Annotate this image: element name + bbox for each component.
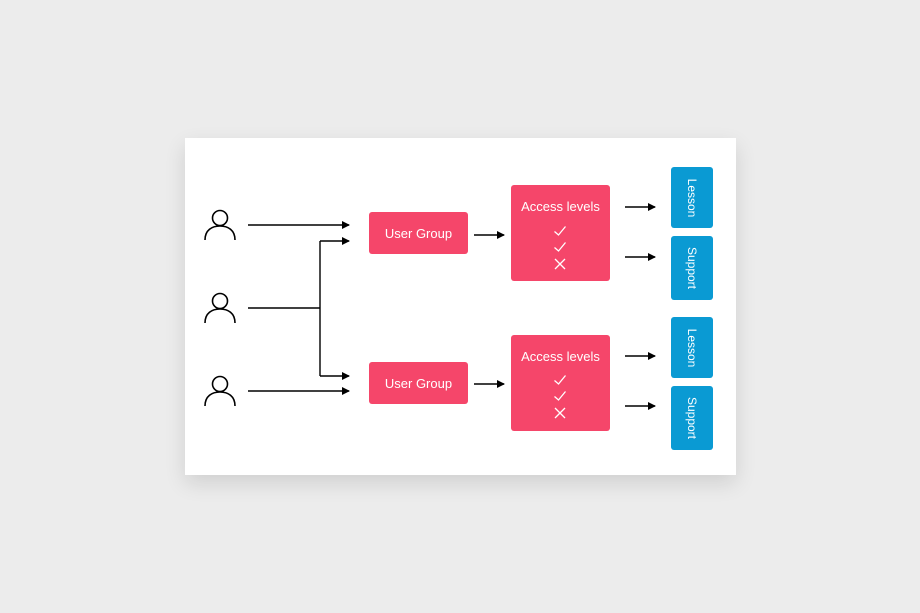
resource-label: Support <box>685 246 699 290</box>
user-icon <box>202 374 238 408</box>
check-icon <box>553 224 567 238</box>
resource-lesson-node: Lesson <box>671 317 713 378</box>
resource-label: Support <box>685 396 699 440</box>
access-levels-title: Access levels <box>521 349 600 364</box>
cross-icon <box>553 406 567 420</box>
user-group-label: User Group <box>384 375 453 391</box>
resource-label: Lesson <box>685 328 699 367</box>
resource-support-node: Support <box>671 236 713 300</box>
access-levels-title: Access levels <box>521 199 600 214</box>
user-group-node: User Group <box>369 362 468 404</box>
user-icon <box>202 291 238 325</box>
user-group-label: User Group <box>384 225 453 241</box>
resource-lesson-node: Lesson <box>671 167 713 228</box>
diagram-card <box>185 138 736 475</box>
access-levels-node: Access levels <box>511 185 610 281</box>
resource-support-node: Support <box>671 386 713 450</box>
cross-icon <box>553 257 567 271</box>
user-group-node: User Group <box>369 212 468 254</box>
user-icon <box>202 208 238 242</box>
check-icon <box>553 240 567 254</box>
check-icon <box>553 373 567 387</box>
resource-label: Lesson <box>685 178 699 217</box>
access-levels-node: Access levels <box>511 335 610 431</box>
check-icon <box>553 389 567 403</box>
